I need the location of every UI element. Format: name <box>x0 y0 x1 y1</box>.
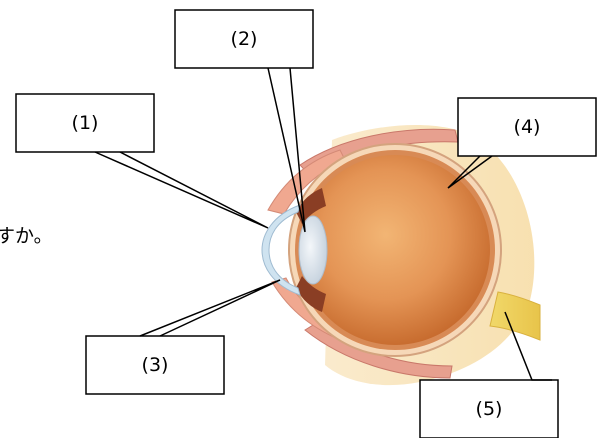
pointer-1 <box>95 152 268 228</box>
label-3-text: (3) <box>142 354 169 376</box>
label-4-text: (4) <box>514 116 541 138</box>
label-1-text: (1) <box>72 112 99 134</box>
label-5-text: (5) <box>476 398 503 420</box>
eye-cross-section-illustration <box>262 125 540 385</box>
side-text: すか。 <box>0 225 53 247</box>
label-box-3: (3) <box>86 336 224 394</box>
label-box-2: (2) <box>175 10 313 68</box>
vitreous-body <box>300 155 490 345</box>
label-box-1: (1) <box>16 94 154 152</box>
label-2-text: (2) <box>231 28 258 50</box>
pointer-3 <box>140 280 280 336</box>
label-box-5: (5) <box>420 380 558 438</box>
label-box-4: (4) <box>458 98 596 156</box>
